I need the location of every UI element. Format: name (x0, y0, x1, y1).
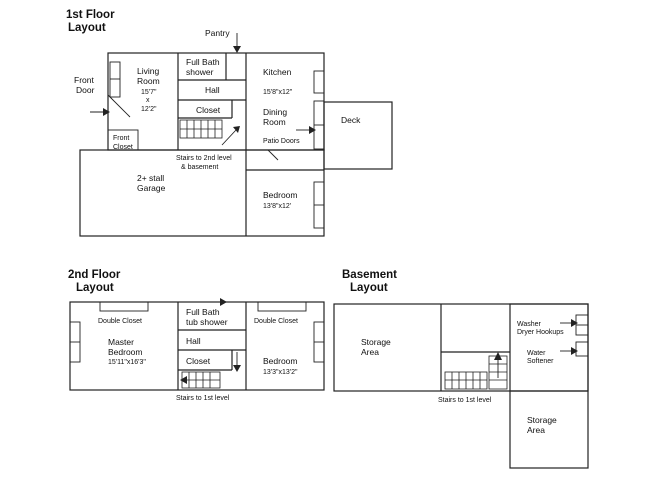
front-closet-label-1: Front (113, 135, 129, 142)
basement-up-arrowhead (494, 352, 502, 360)
garage-label-1: 2+ stall (137, 173, 164, 183)
basement-stairs-label: Stairs to 1st level (438, 397, 492, 404)
stairs-label-1: Stairs to 2nd level (176, 155, 232, 162)
front-closet (107, 129, 139, 151)
closet2-label: Closet (186, 356, 211, 366)
bedroom2-dim: 13'3"x13'2" (263, 369, 298, 376)
washer-label-1: Washer (517, 321, 542, 328)
kitchen-dim: 15'8"x12" (263, 89, 293, 96)
full-bath-label-1: Full Bath (186, 57, 220, 67)
front-door-label-2: Door (76, 85, 95, 95)
basement-title-line2: Layout (350, 282, 388, 294)
hall-label: Hall (205, 85, 220, 95)
pantry-label: Pantry (205, 28, 230, 38)
front-door-arrowhead (103, 108, 110, 116)
bedroom-dim: 13'8"x12' (263, 203, 291, 210)
storage2-label-1: Storage (527, 415, 557, 425)
basement-title-line1: Basement (342, 269, 397, 281)
living-window (109, 61, 121, 98)
master-label-2: Bedroom (108, 347, 143, 357)
floor2-title-line2: Layout (76, 282, 114, 294)
front-door-label-1: Front (74, 75, 94, 85)
bedroom2-label: Bedroom (263, 356, 298, 366)
living-room-label-2: Room (137, 76, 160, 86)
bedroom-label: Bedroom (263, 190, 298, 200)
water-label-1: Water (527, 350, 546, 357)
kitchen-label: Kitchen (263, 67, 292, 77)
water-arrowhead (571, 347, 578, 355)
full-bath-label-2: shower (186, 67, 214, 77)
floor1-title-line1: 1st Floor (66, 9, 115, 21)
double-closet-right-label: Double Closet (254, 318, 298, 325)
living-dim-1: 15'7" (141, 89, 157, 96)
stairs-label-2: & basement (181, 164, 218, 171)
storage1-label-1: Storage (361, 337, 391, 347)
bath2-label-2: tub shower (186, 317, 228, 327)
patio-arrowhead (309, 126, 316, 134)
basement-storage2-outline (509, 303, 589, 469)
front-door-swing (107, 94, 131, 118)
bath2-arrowhead (220, 298, 227, 306)
water-label-2: Softener (527, 358, 554, 365)
double-closet-left (99, 301, 149, 312)
deck-outline (323, 101, 393, 170)
front-closet-label-2: Closet (113, 144, 133, 151)
washer-label-2: Dryer Hookups (517, 329, 564, 336)
bedroom-door-swing (267, 149, 279, 161)
kitchen-window (313, 70, 325, 94)
master-dim: 15'11"x16'3" (108, 359, 146, 366)
dining-label-1: Dining (263, 107, 287, 117)
master-label-1: Master (108, 337, 134, 347)
dining-label-2: Room (263, 117, 286, 127)
living-dim-2: 12'2" (141, 106, 157, 113)
living-room-label-1: Living (137, 66, 159, 76)
storage2-label-2: Area (527, 425, 545, 435)
double-closet-right (257, 301, 307, 312)
washer-arrowhead (571, 319, 578, 327)
hall2-label: Hall (186, 336, 201, 346)
bath2-label-1: Full Bath (186, 307, 220, 317)
living-dim-x: x (146, 97, 150, 104)
floor2-stairs-label: Stairs to 1st level (176, 395, 230, 402)
closet-label: Closet (196, 105, 221, 115)
pantry-arrowhead (233, 46, 241, 53)
floor2-title-line1: 2nd Floor (68, 269, 121, 281)
patio-doors-label: Patio Doors (263, 138, 300, 145)
stair-arrow (221, 129, 237, 146)
floor2-stair-arrowhead (180, 376, 187, 384)
deck-label: Deck (341, 115, 361, 125)
garage-label-2: Garage (137, 183, 166, 193)
floor1-title-line2: Layout (68, 22, 106, 34)
double-closet-left-label: Double Closet (98, 318, 142, 325)
floor2-down-arrowhead (233, 365, 241, 372)
water-softener-marker (575, 341, 589, 357)
stair-arrowhead (233, 126, 240, 133)
storage1-label-2: Area (361, 347, 379, 357)
